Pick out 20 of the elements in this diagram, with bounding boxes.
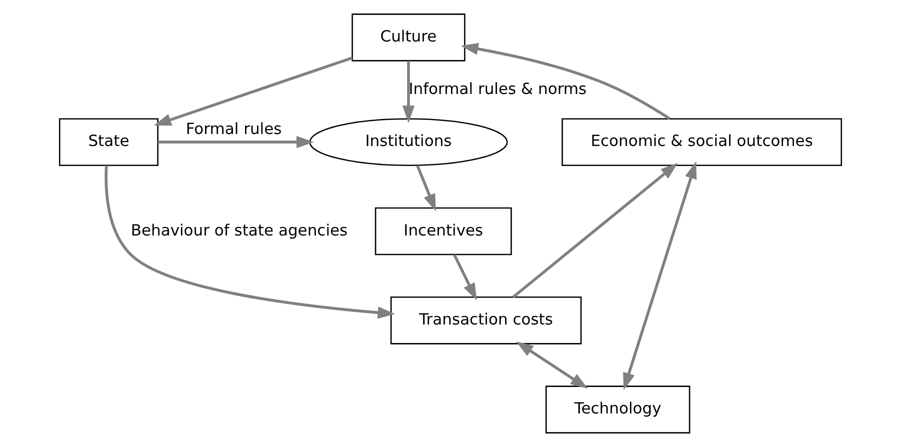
arrow <box>154 56 353 126</box>
node-box: Technology <box>545 385 690 433</box>
edge-label: Behaviour of state agencies <box>130 220 348 239</box>
edge-label: Formal rules <box>186 119 282 138</box>
arrow <box>402 60 415 122</box>
node-box: Transaction costs <box>390 296 582 344</box>
arrow <box>416 164 436 211</box>
arrow <box>453 254 477 300</box>
arrow <box>104 164 396 318</box>
arrow <box>512 162 678 298</box>
node-box: Incentives <box>374 206 512 255</box>
arrow <box>158 136 314 148</box>
node-box: Culture <box>352 13 466 61</box>
node-box: Economic & social outcomes <box>562 118 842 166</box>
node-box: State <box>58 118 158 166</box>
arrow <box>460 42 670 120</box>
edge-label: Informal rules & norms <box>408 79 587 98</box>
node-ellipse: Institutions <box>309 118 508 166</box>
arrow <box>516 340 588 388</box>
arrow <box>623 160 697 390</box>
